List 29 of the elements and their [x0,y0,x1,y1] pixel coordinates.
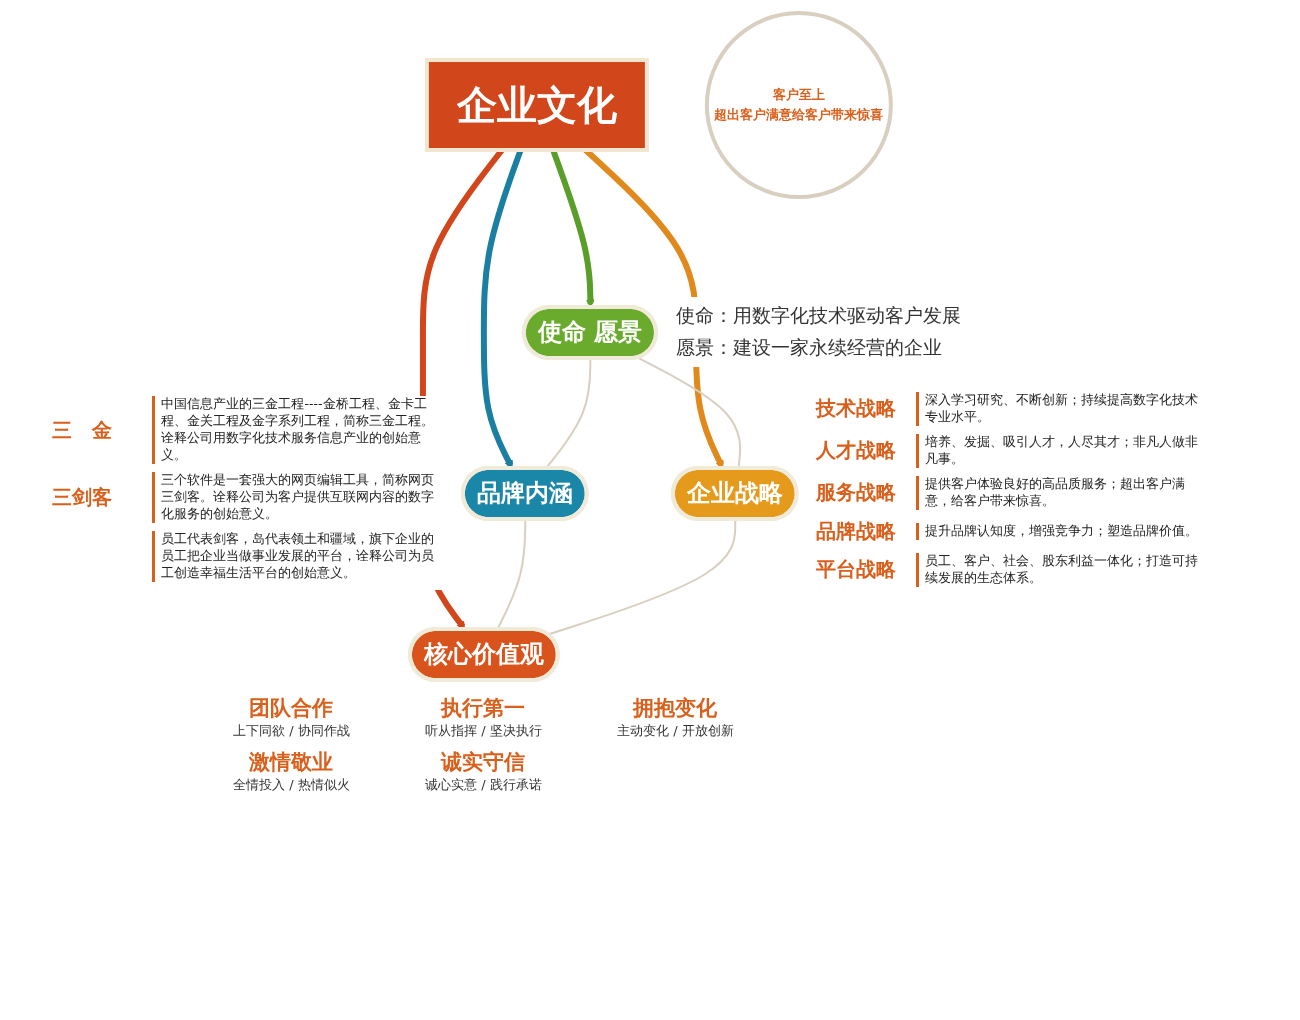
description-text: 员工代表剑客，岛代表领土和疆域，旗下企业的员工把企业当做事业发展的平台，诠释公司为员工创造幸福生活平台的创始意义。 [152,531,443,583]
strategy-heading: 服务战略 [816,479,898,507]
value-text: 诚心实意 / 践行承诺 [424,776,543,794]
strategy-heading: 品牌战略 [816,518,898,545]
mission-text: 使命：用数字化技术驱动客户发展 [675,303,962,329]
mission-text: 愿景：建设一家永续经营的企业 [675,335,943,361]
strategy-heading: 人才战略 [816,437,898,465]
value-heading: 团队合作 [248,695,335,722]
term-heading: 三 金 [52,417,114,444]
value-heading: 执行第一 [439,695,527,722]
description-text: 中国信息产业的三金工程----金桥工程、金卡工程、金关工程及金字系列工程，简称三金工程。诠释公司用数字化技术服务信息产业的创始意义。 [152,396,443,465]
strategy-text: 深入学习研究、不断创新；持续提高数字化技术专业水平。 [916,392,1207,426]
node-circle: 客户至上 超出客户满意给客户带来惊喜 [704,11,893,199]
strategy-text: 提升品牌认知度，增强竞争力；塑造品牌价值。 [916,523,1199,540]
value-heading: 拥抱变化 [631,695,719,722]
strategy-text: 提供客户体验良好的高品质服务；超出客户满意，给客户带来惊喜。 [916,476,1207,510]
strategy-text: 员工、客户、社会、股东利益一体化；打造可持续发展的生态体系。 [916,553,1207,587]
description-text: 三个软件是一套强大的网页编辑工具，简称网页三剑客。诠释公司为客户提供互联网内容的数字化服务的创始意义。 [152,472,443,524]
strategy-heading: 技术战略 [816,395,898,423]
node-box: 企业文化 [424,58,649,152]
value-text: 听从指挥 / 坚决执行 [424,722,543,740]
value-text: 全情投入 / 热情似火 [232,776,351,794]
value-heading: 激情敬业 [248,749,335,776]
term-heading: 三剑客 [52,484,114,512]
value-text: 主动变化 / 开放创新 [616,722,735,740]
strategy-text: 培养、发掘、吸引人才，人尽其才；非凡人做非凡事。 [916,434,1207,468]
strategy-heading: 平台战略 [816,556,898,584]
value-heading: 诚实守信 [439,749,527,776]
value-text: 上下同欲 / 协同作战 [232,722,351,740]
